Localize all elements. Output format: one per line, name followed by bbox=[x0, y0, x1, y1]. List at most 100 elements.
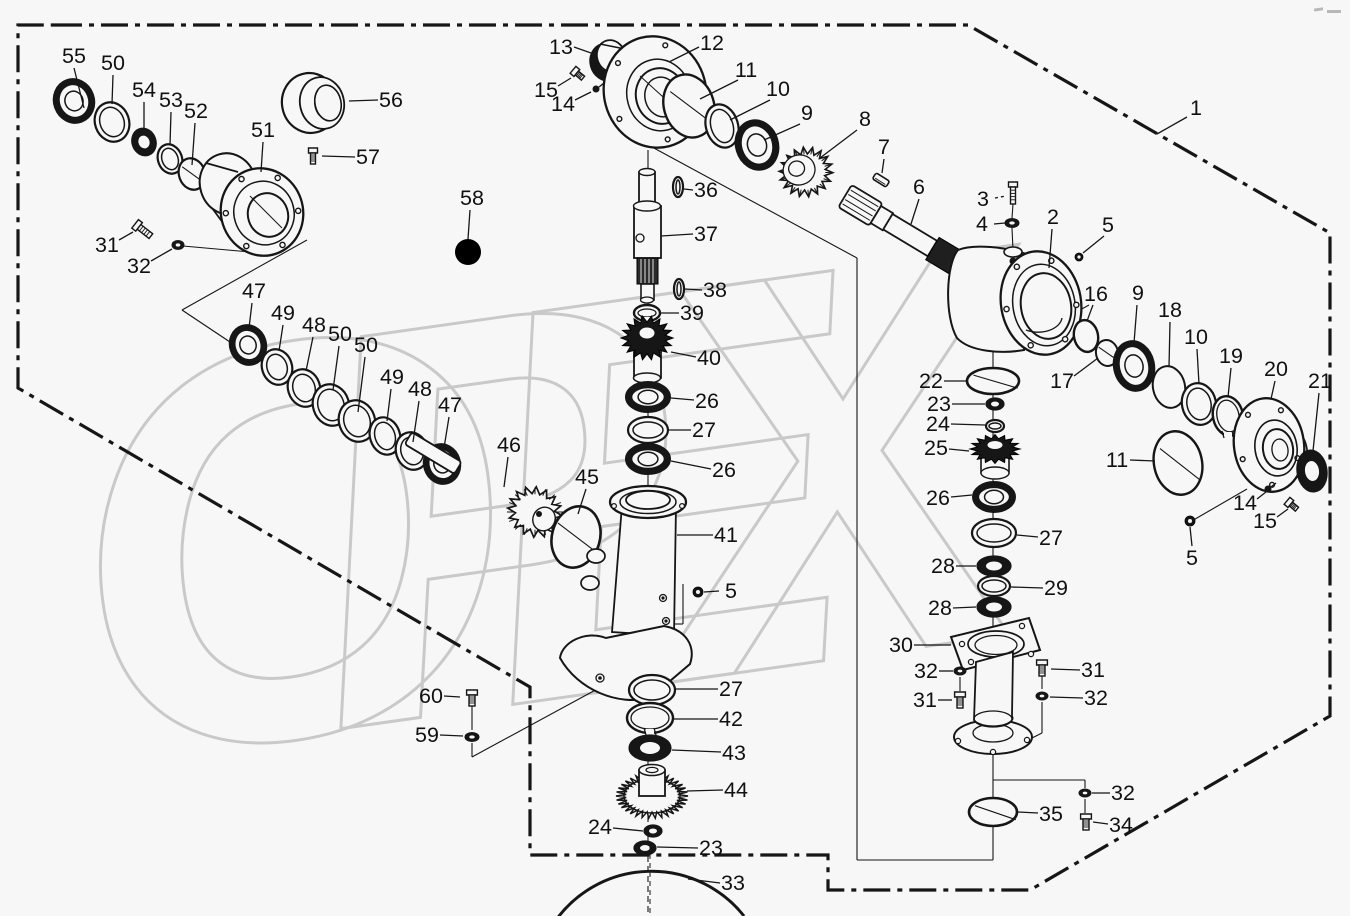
part-plug-5c bbox=[1184, 515, 1196, 527]
part-label-27: 27 bbox=[1039, 526, 1063, 550]
part-label-28: 28 bbox=[928, 596, 952, 620]
part-bolt-34 bbox=[1079, 813, 1093, 831]
part-label-10: 10 bbox=[766, 77, 790, 101]
leader-line-11 bbox=[699, 79, 739, 100]
leader-line-56 bbox=[348, 99, 379, 102]
part-label-23: 23 bbox=[699, 836, 723, 860]
part-bearing-26a bbox=[625, 381, 671, 413]
leader-line-5 bbox=[1082, 235, 1105, 254]
leader-line-12 bbox=[668, 46, 700, 63]
part-bearing-26c bbox=[972, 481, 1016, 513]
part-label-34: 34 bbox=[1109, 813, 1133, 837]
leader-line-29 bbox=[1010, 586, 1044, 589]
leader-line-3 bbox=[994, 195, 1007, 199]
part-label-50: 50 bbox=[354, 333, 378, 357]
part-fitting-57 bbox=[307, 147, 319, 165]
part-label-26: 26 bbox=[926, 486, 950, 510]
leader-line-6 bbox=[910, 198, 920, 225]
part-snapring-42 bbox=[625, 701, 675, 736]
part-snapring-23a bbox=[985, 397, 1005, 411]
part-label-27: 27 bbox=[719, 677, 743, 701]
part-label-39: 39 bbox=[680, 301, 704, 325]
part-label-7: 7 bbox=[878, 135, 890, 159]
part-housing-51 bbox=[198, 152, 305, 257]
part-label-47: 47 bbox=[438, 393, 462, 417]
part-label-48: 48 bbox=[302, 313, 326, 337]
leader-line-48 bbox=[412, 400, 420, 443]
leader-line-31 bbox=[1050, 668, 1081, 671]
leader-line-55 bbox=[73, 67, 85, 109]
part-pin-14b bbox=[1264, 482, 1277, 493]
part-ring-10a bbox=[704, 103, 740, 149]
part-label-20: 20 bbox=[1264, 357, 1288, 381]
leader-line-5 bbox=[1189, 526, 1193, 547]
leader-line-7 bbox=[881, 158, 885, 174]
part-label-2: 2 bbox=[1047, 205, 1059, 229]
part-label-36: 36 bbox=[694, 178, 718, 202]
leader-line-36 bbox=[683, 188, 694, 191]
part-ring-27b bbox=[627, 673, 677, 707]
leader-line-15 bbox=[1276, 508, 1289, 518]
leader-line-13 bbox=[573, 46, 592, 54]
part-label-32: 32 bbox=[1084, 686, 1108, 710]
part-gear-8 bbox=[777, 145, 835, 199]
part-fitting-3 bbox=[1007, 181, 1019, 205]
leader-line-48 bbox=[305, 336, 314, 372]
part-label-47: 47 bbox=[242, 279, 266, 303]
part-label-15: 15 bbox=[534, 78, 558, 102]
leader-line-20 bbox=[1270, 380, 1276, 400]
leader-line-9 bbox=[763, 123, 801, 141]
leader-line-10 bbox=[1196, 348, 1200, 385]
leader-line-50 bbox=[332, 345, 340, 391]
part-ring-16 bbox=[1072, 318, 1100, 354]
part-label-60: 60 bbox=[419, 684, 443, 708]
leader-line-10 bbox=[729, 99, 771, 121]
part-label-26: 26 bbox=[695, 389, 719, 413]
leader-line-1 bbox=[1156, 116, 1188, 135]
part-ring-49a bbox=[260, 348, 294, 386]
leader-line-43 bbox=[671, 749, 722, 753]
part-ring-38 bbox=[672, 277, 686, 301]
part-label-28: 28 bbox=[931, 554, 955, 578]
part-plug-58 bbox=[455, 239, 481, 265]
leader-line-17 bbox=[1073, 357, 1099, 377]
part-label-19: 19 bbox=[1219, 344, 1243, 368]
part-seal-28a bbox=[976, 555, 1012, 577]
part-nut-5a bbox=[692, 586, 704, 598]
leader-line-59 bbox=[439, 734, 464, 737]
part-oring-35 bbox=[967, 796, 1019, 828]
part-label-16: 16 bbox=[1084, 282, 1108, 306]
part-seal-43 bbox=[628, 734, 672, 762]
part-ring-27a bbox=[626, 415, 670, 445]
part-seal-23b bbox=[633, 840, 657, 856]
part-label-5: 5 bbox=[1102, 213, 1114, 237]
part-label-8: 8 bbox=[859, 107, 871, 131]
parts bbox=[52, 35, 1328, 916]
part-bearing-9a bbox=[734, 119, 780, 171]
part-label-50: 50 bbox=[328, 322, 352, 346]
part-arc-33 bbox=[557, 845, 746, 916]
part-label-52: 52 bbox=[184, 99, 208, 123]
part-bolt-31a bbox=[953, 691, 967, 709]
part-shaft-gear-46 bbox=[404, 432, 565, 539]
part-label-30: 30 bbox=[889, 633, 913, 657]
part-oring-11a bbox=[662, 73, 716, 139]
part-ring-48a bbox=[286, 368, 322, 408]
part-oring-22 bbox=[965, 366, 1021, 396]
leader-line-58 bbox=[467, 209, 471, 240]
part-shaft-37 bbox=[632, 167, 662, 304]
leader-line-53 bbox=[169, 111, 172, 146]
part-ring-29 bbox=[976, 574, 1012, 598]
part-label-9: 9 bbox=[1132, 281, 1144, 305]
part-label-27: 27 bbox=[692, 418, 716, 442]
part-label-49: 49 bbox=[271, 301, 295, 325]
part-label-31: 31 bbox=[913, 688, 937, 712]
part-screw-15a bbox=[569, 65, 586, 82]
leader-line-38 bbox=[684, 288, 703, 291]
leader-line-46 bbox=[503, 456, 509, 488]
part-label-3: 3 bbox=[977, 187, 989, 211]
part-label-59: 59 bbox=[415, 723, 439, 747]
corner-mark bbox=[1313, 7, 1341, 13]
part-label-53: 53 bbox=[159, 88, 183, 112]
